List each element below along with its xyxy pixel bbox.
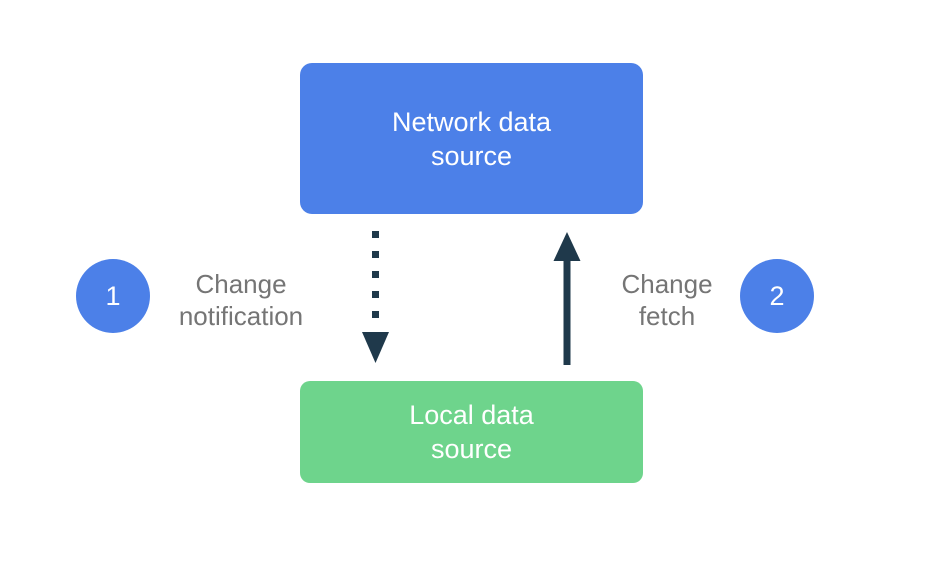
network-node-label-line-1: Network data [391,106,552,137]
change-notification-label: Change notification [151,268,331,332]
local-data-source-node: Local data source [300,381,643,483]
local-node-label-line-2: source [430,434,513,464]
step-2-number: 2 [769,280,785,311]
change-notification-label-line-1: Change [195,269,287,299]
change-fetch-label-line-1: Change [621,269,713,299]
change-fetch-label-line-2: fetch [638,301,696,331]
local-node-label-line-1: Local data [409,400,534,430]
step-1-number: 1 [105,280,121,311]
change-fetch-label: Change fetch [577,268,757,332]
step-1-badge: 1 [76,259,150,333]
change-fetch-arrowhead-icon [553,232,581,261]
network-node-label-line-2: source [430,140,513,171]
change-notification-label-line-2: notification [178,301,304,331]
step-2-badge: 2 [740,259,814,333]
network-data-source-node: Network data source [300,63,643,214]
change-notification-arrowhead-icon [362,332,389,363]
